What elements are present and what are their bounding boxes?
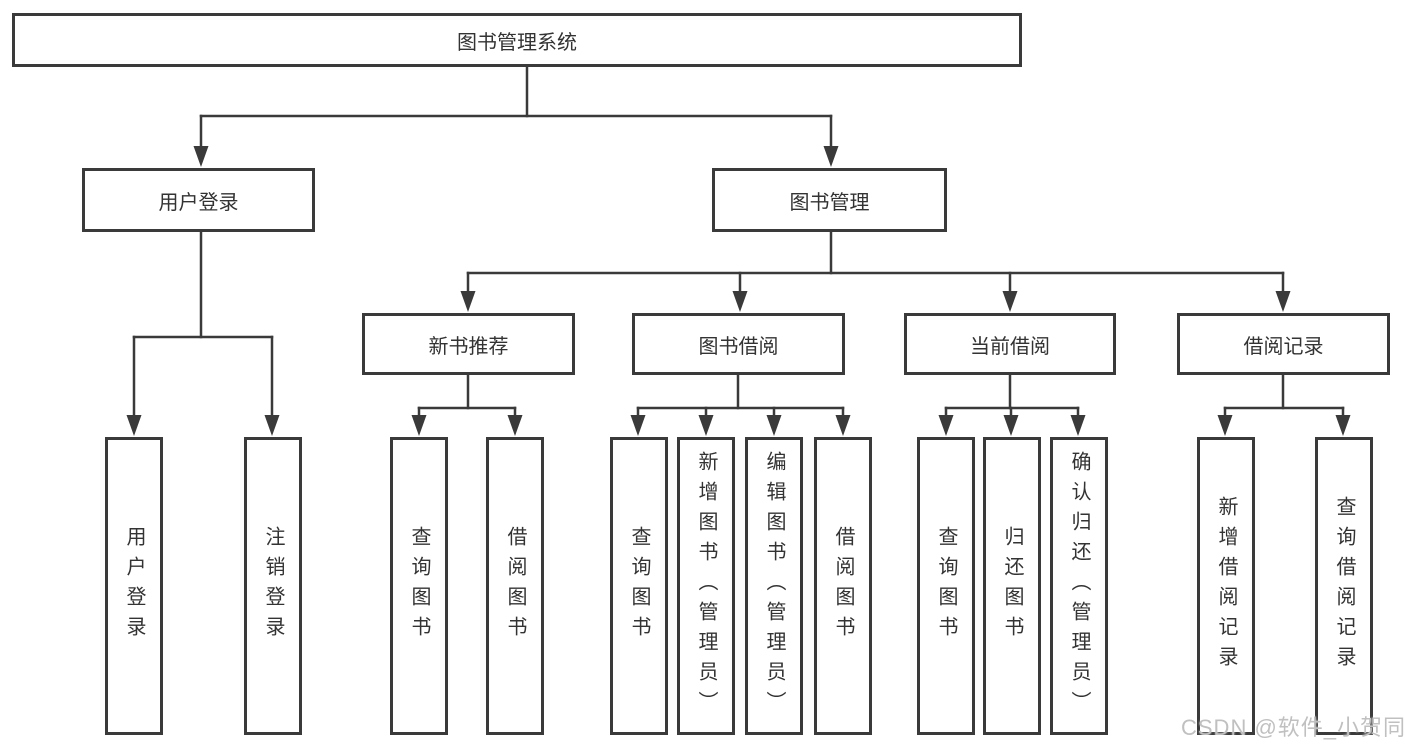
leaf-query-borrow-record-label: 查询借阅记录 bbox=[1333, 496, 1355, 676]
connector-root bbox=[193, 65, 839, 167]
leaf-borrow-books: 借阅图书 bbox=[814, 437, 872, 735]
connector-borrow-records bbox=[1217, 373, 1351, 436]
connector-book-mgmt bbox=[460, 230, 1291, 312]
connector-current-borrow bbox=[938, 373, 1086, 436]
node-current-borrow-label: 当前借阅 bbox=[970, 335, 1050, 358]
leaf-return-books-label: 归还图书 bbox=[1001, 526, 1023, 646]
node-book-mgmt-branch-label: 图书管理 bbox=[789, 191, 870, 214]
leaf-query-books-current: 查询图书 bbox=[917, 437, 975, 735]
leaf-user-login: 用户登录 bbox=[105, 437, 163, 735]
leaf-query-books-recommend-label: 查询图书 bbox=[408, 526, 430, 646]
node-book-borrow-label: 图书借阅 bbox=[698, 335, 779, 358]
leaf-edit-book-admin: 编辑图书（管理员） bbox=[745, 437, 803, 735]
leaf-confirm-return-admin-label: 确认归还（管理员） bbox=[1068, 451, 1090, 721]
leaf-edit-book-admin-label: 编辑图书（管理员） bbox=[763, 451, 785, 721]
node-borrow-records: 借阅记录 bbox=[1177, 313, 1390, 375]
leaf-confirm-return-admin: 确认归还（管理员） bbox=[1050, 437, 1108, 735]
leaf-logout: 注销登录 bbox=[244, 437, 302, 735]
node-root-system-label: 图书管理系统 bbox=[457, 31, 577, 54]
node-book-borrow: 图书借阅 bbox=[632, 313, 845, 375]
node-new-book-recommend: 新书推荐 bbox=[362, 313, 575, 375]
leaf-query-books-borrow: 查询图书 bbox=[610, 437, 668, 735]
leaf-add-borrow-record: 新增借阅记录 bbox=[1197, 437, 1255, 735]
node-user-login-branch: 用户登录 bbox=[82, 168, 315, 232]
leaf-query-borrow-record: 查询借阅记录 bbox=[1315, 437, 1373, 735]
leaf-add-borrow-record-label: 新增借阅记录 bbox=[1215, 496, 1237, 676]
leaf-query-books-recommend: 查询图书 bbox=[390, 437, 448, 735]
node-book-mgmt-branch: 图书管理 bbox=[712, 168, 947, 232]
node-borrow-records-label: 借阅记录 bbox=[1243, 335, 1324, 358]
leaf-query-books-borrow-label: 查询图书 bbox=[628, 526, 650, 646]
leaf-add-book-admin: 新增图书（管理员） bbox=[677, 437, 735, 735]
connector-user-login bbox=[126, 230, 280, 436]
node-current-borrow: 当前借阅 bbox=[904, 313, 1116, 375]
leaf-user-login-label: 用户登录 bbox=[123, 526, 145, 646]
node-user-login-branch-label: 用户登录 bbox=[158, 191, 239, 214]
node-root-system: 图书管理系统 bbox=[12, 13, 1022, 67]
leaf-logout-label: 注销登录 bbox=[262, 526, 284, 646]
leaf-return-books: 归还图书 bbox=[983, 437, 1041, 735]
leaf-query-books-current-label: 查询图书 bbox=[935, 526, 957, 646]
node-new-book-recommend-label: 新书推荐 bbox=[428, 335, 509, 358]
csdn-watermark: CSDN @软件_小贺同学 bbox=[1181, 715, 1405, 740]
connector-new-books bbox=[411, 373, 523, 436]
leaf-borrow-books-recommend-label: 借阅图书 bbox=[504, 526, 526, 646]
connector-book-borrow bbox=[630, 373, 851, 436]
leaf-add-book-admin-label: 新增图书（管理员） bbox=[695, 451, 717, 721]
leaf-borrow-books-label: 借阅图书 bbox=[832, 526, 854, 646]
leaf-borrow-books-recommend: 借阅图书 bbox=[486, 437, 544, 735]
